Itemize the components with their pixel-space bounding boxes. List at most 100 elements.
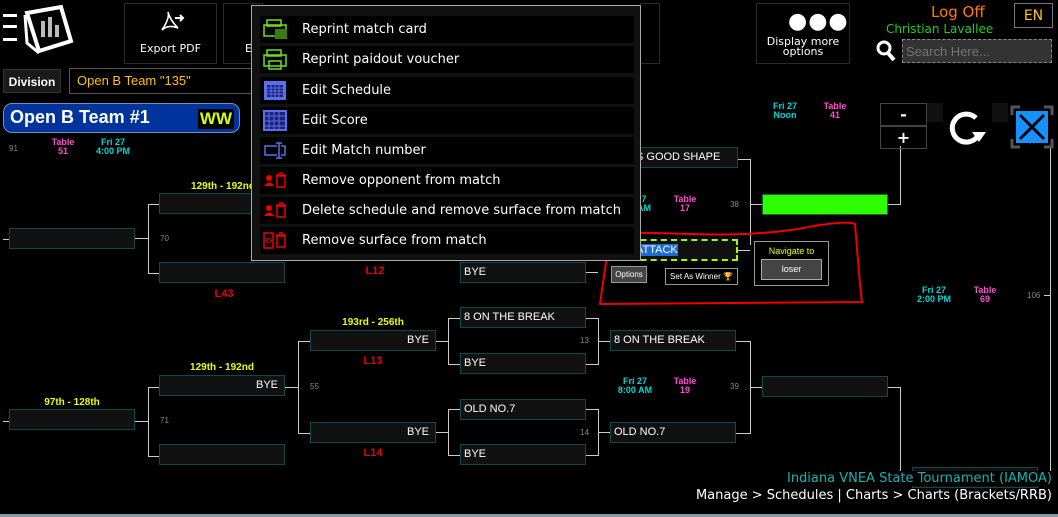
table-label: Table [973, 285, 997, 295]
team-badge: WW [197, 109, 234, 129]
bracket-slot[interactable] [762, 376, 888, 397]
set-as-winner-button[interactable]: Set As Winner 🏆 [665, 268, 738, 285]
text-cursor-icon [264, 142, 286, 159]
log-off-link[interactable]: Log Off [931, 3, 985, 21]
display-more-options-button[interactable]: ●●● Display more options [756, 3, 850, 64]
menu-item-remove-surface[interactable]: Remove surface from match [260, 227, 634, 254]
refresh-icon[interactable] [946, 108, 990, 148]
score-grid-icon [263, 110, 287, 131]
loser-code: L12 [365, 265, 385, 277]
schedule-table: Table 69 [970, 286, 1000, 304]
bracket-slot[interactable] [9, 228, 135, 249]
bracket-slot[interactable]: 8 ON THE BREAK [610, 330, 736, 351]
match-number: 14 [580, 428, 589, 437]
table-label: Table [673, 376, 697, 386]
match-number: 71 [160, 416, 169, 425]
table-number: 41 [829, 110, 840, 120]
options-button[interactable]: Options [611, 266, 647, 283]
fullscreen-icon[interactable] [1010, 105, 1054, 149]
match-number: 38 [730, 200, 739, 209]
bracket-slot[interactable]: BYE [460, 262, 586, 283]
calendar-icon [264, 81, 286, 100]
menu-item-edit-match-number[interactable]: Edit Match number [260, 137, 634, 164]
menu-item-edit-score[interactable]: Edit Score [260, 107, 634, 134]
menu-item-remove-opponent[interactable]: Remove opponent from match [260, 167, 634, 194]
remove-user-icon [264, 172, 286, 188]
context-menu: Reprint match card Reprint paidout vouch… [251, 5, 641, 261]
navigate-to-label: Navigate to [768, 246, 815, 256]
seed-label: 129th - 192nd [191, 181, 255, 192]
language-button[interactable]: EN [1014, 3, 1053, 28]
table-number: 17 [679, 203, 690, 213]
schedule-table: Table 17 [670, 195, 700, 213]
search-input[interactable] [902, 39, 1052, 63]
attack-slot-selected[interactable]: ATTACK [610, 239, 738, 261]
date-label: Fri 27 [100, 137, 125, 147]
search-icon[interactable] [876, 40, 896, 62]
division-selector[interactable]: Open B Team "135" [69, 68, 259, 94]
seed-label: 97th - 128th [44, 397, 100, 408]
match-number: 106 [1027, 291, 1041, 300]
bracket-slot[interactable] [159, 262, 285, 283]
seed-label: 193rd - 256th [342, 317, 404, 328]
menu-item-label: Delete schedule and remove surface from … [302, 203, 622, 218]
schedule-date: Fri 27 4:00 PM [93, 138, 133, 156]
zoom-in-button[interactable]: + [880, 126, 927, 149]
menu-item-edit-schedule[interactable]: Edit Schedule [260, 77, 634, 104]
loser-code: L43 [214, 288, 234, 300]
navigate-loser-button[interactable]: loser [761, 259, 822, 280]
schedule-date: Fri 27 2:00 PM [914, 286, 954, 304]
bracket-slot[interactable] [159, 444, 285, 465]
menu-item-label: Remove opponent from match [302, 173, 501, 188]
printer-icon [263, 49, 287, 70]
bracket-slot[interactable]: BYE [159, 375, 285, 396]
bracket-slot[interactable] [9, 409, 135, 430]
tournament-title: Indiana VNEA State Tournament (IAMOA) [786, 471, 1052, 486]
app-logo-icon[interactable] [19, 3, 75, 55]
menu-item-label: Reprint match card [302, 22, 427, 37]
table-number: 69 [979, 294, 990, 304]
zoom-out-button[interactable]: - [880, 103, 927, 126]
bracket-slot[interactable]: BYE [460, 353, 586, 374]
annotation-outline [598, 221, 864, 306]
table-number: 19 [679, 385, 690, 395]
menu-item-reprint-match-card[interactable]: Reprint match card [260, 16, 634, 43]
bottom-divider [0, 514, 1058, 517]
date-label: Fri 27 [622, 376, 647, 386]
menu-item-delete-schedule-remove-surface[interactable]: Delete schedule and remove surface from … [260, 197, 634, 224]
breadcrumb: Manage > Schedules | Charts > Charts (Br… [695, 488, 1052, 503]
user-name: Christian Lavallee [886, 22, 994, 36]
bracket-slot[interactable]: OLD NO.7 [610, 422, 736, 443]
date-label: Fri 27 [921, 285, 946, 295]
bracket-slot[interactable]: BYE [310, 330, 436, 351]
bracket-slot[interactable]: 8 ON THE BREAK [460, 307, 586, 328]
bracket-slot[interactable]: OLD NO.7 [460, 399, 586, 420]
date-label: Fri 27 [772, 101, 797, 111]
menu-item-label: Reprint paidout voucher [302, 52, 460, 67]
match-number: 55 [310, 382, 319, 391]
export-pdf-button[interactable]: Export PDF [124, 3, 217, 64]
menu-item-label: Edit Score [302, 113, 368, 128]
menu-item-label: Edit Match number [302, 143, 426, 158]
schedule-table: Table 41 [820, 102, 850, 120]
bracket-slot[interactable]: S GOOD SHAPE [610, 147, 738, 168]
remove-surface-icon [263, 232, 286, 249]
set-winner-label: Set As Winner [670, 272, 721, 281]
time-label: 4:00 PM [95, 146, 130, 156]
schedule-table: Table 19 [670, 377, 700, 395]
bracket-slot[interactable]: BYE [310, 422, 436, 443]
trophy-icon: 🏆 [722, 272, 733, 281]
table-number: 51 [57, 146, 68, 156]
seed-label: 129th - 192nd [190, 362, 254, 373]
loser-code: L14 [363, 447, 383, 459]
bracket-slot[interactable]: BYE [460, 444, 586, 465]
table-label: Table [51, 137, 75, 147]
table-label: Table [823, 101, 847, 111]
hidden-toolbar-button[interactable] [640, 3, 660, 64]
menu-item-reprint-paidout-voucher[interactable]: Reprint paidout voucher [260, 46, 634, 73]
print-card-icon [263, 19, 287, 39]
winner-slot-highlighted[interactable] [762, 194, 888, 215]
match-number: 39 [730, 382, 739, 391]
hamburger-menu[interactable] [3, 14, 17, 44]
